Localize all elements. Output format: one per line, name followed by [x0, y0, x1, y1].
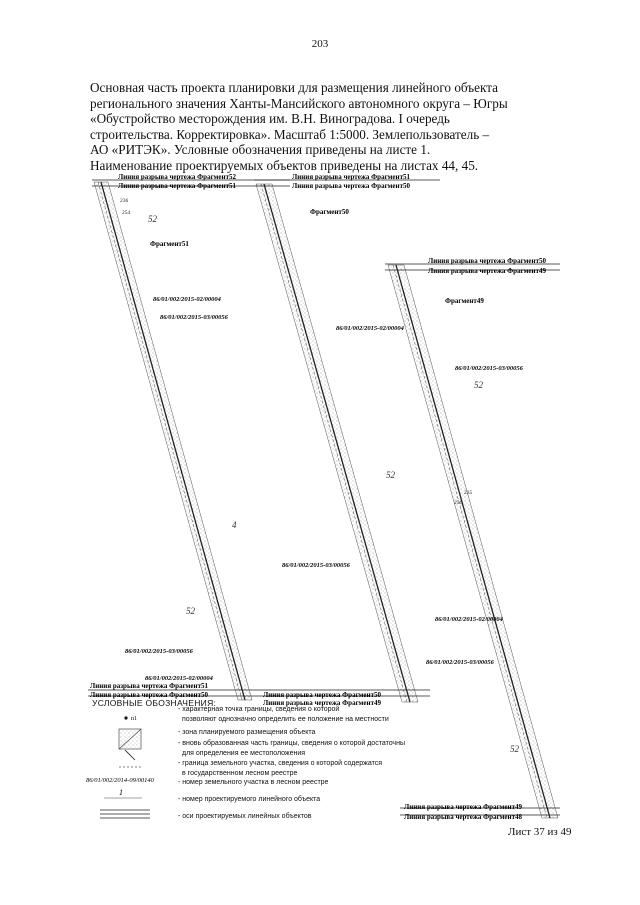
break-line-label: Линия разрыва чертежа Фрагмент50 — [428, 257, 547, 265]
break-line-label: Линия разрыва чертежа Фрагмент49 — [404, 803, 523, 811]
cadastral-number: 86/01/002/2015-02/00004 — [435, 616, 504, 623]
legend-item: - зона планируемого размещения объекта — [178, 729, 316, 736]
legend-item: - номер проектируемого линейного объекта — [178, 796, 321, 803]
point-symbol-icon — [124, 716, 128, 720]
sheet-header: Основная часть проекта планировки для ра… — [90, 80, 560, 174]
header-line: «Обустройство месторождения им. В.Н. Вин… — [90, 111, 450, 127]
parcel-number: 52 — [148, 214, 158, 224]
break-line-label: Линия разрыва чертежа Фрагмент50 — [263, 691, 382, 699]
sheet-footer: Лист 37 из 49 — [508, 826, 572, 838]
point-number: 235 — [464, 490, 473, 496]
fragment-label: Фрагмент49 — [445, 297, 484, 305]
sample-cadastral: 86/01/002/2014-09/00140 — [86, 777, 155, 784]
header-line: АО «РИТЭК». Условные обозначения приведе… — [90, 142, 431, 158]
parcel-number: 52 — [386, 470, 396, 480]
cadastral-number: 86/01/002/2015-03/00056 — [125, 648, 194, 655]
break-line-label: Линия разрыва чертежа Фрагмент49 — [428, 267, 547, 275]
header-line: Наименование проектируемых объектов прив… — [90, 157, 479, 173]
break-line-label: Линия разрыва чертежа Фрагмент49 — [263, 699, 382, 707]
legend-symbols — [100, 716, 150, 819]
corridor-fragment51 — [93, 181, 253, 701]
break-line-label: Линия разрыва чертежа Фрагмент51 — [118, 182, 237, 190]
break-line-label: Линия разрыва чертежа Фрагмент52 — [118, 173, 237, 181]
point-number: 256 — [454, 500, 463, 506]
cadastral-number: 86/01/002/2015-03/00056 — [426, 659, 495, 666]
break-line-label: Линия разрыва чертежа Фрагмент50 — [90, 691, 209, 699]
legend-item: - номер земельного участка в лесном реес… — [178, 779, 329, 786]
cadastral-number: 86/01/002/2015-02/00004 — [336, 325, 405, 332]
header-line: регионального значения Ханты-Мансийского… — [90, 95, 508, 111]
legend-title: УСЛОВНЫЕ ОБОЗНАЧЕНИЯ: — [92, 698, 217, 708]
legend-item: - вновь образованная часть границы, свед… — [178, 740, 405, 747]
break-line-label: Линия разрыва чертежа Фрагмент50 — [292, 182, 411, 190]
break-line-label: Линия разрыва чертежа Фрагмент51 — [292, 173, 411, 181]
break-lines — [88, 179, 560, 816]
cadastral-number: 86/01/002/2015-02/00004 — [145, 675, 214, 682]
parcel-number: 52 — [186, 606, 196, 616]
fragment-label: Фрагмент51 — [150, 240, 189, 248]
cadastral-number: 86/01/002/2015-03/00056 — [282, 562, 351, 569]
legend-item: для определения ее местоположения — [182, 750, 306, 757]
break-line-label: Линия разрыва чертежа Фрагмент48 — [404, 813, 523, 821]
legend-item: в государственном лесном реестре — [182, 770, 298, 777]
legend-item: - характерная точка границы, сведения о … — [178, 706, 340, 713]
parcel-number: 52 — [474, 380, 484, 390]
page-number: 203 — [311, 38, 329, 50]
cadastral-number: 86/01/002/2015-02/00004 — [153, 296, 222, 303]
legend-item: - оси проектируемых линейных объектов — [178, 813, 312, 820]
fragment-label: Фрагмент50 — [310, 208, 349, 216]
corridor-fragment50 — [255, 183, 419, 703]
sample-object-number: 1 — [119, 788, 123, 797]
parcel-number: 4 — [232, 520, 237, 530]
legend-item: - граница земельного участка, сведения о… — [178, 760, 382, 767]
point-number: 236 — [120, 198, 129, 204]
corridor-fragment49 — [387, 264, 559, 819]
boundary-symbol-icon — [124, 749, 136, 761]
break-line-label: Линия разрыва чертежа Фрагмент51 — [90, 682, 209, 690]
legend-item: позволяют однозначно определить ее полож… — [182, 716, 389, 723]
cadastral-number: 86/01/002/2015-03/00056 — [160, 314, 229, 321]
header-line: строительства. Корректировка». Масштаб 1… — [90, 126, 490, 142]
parcel-number: 52 — [510, 744, 520, 754]
point-symbol-label: n1 — [131, 716, 137, 722]
cadastral-number: 86/01/002/2015-03/00056 — [455, 365, 524, 372]
point-number: 254 — [122, 210, 131, 216]
header-line: Основная часть проекта планировки для ра… — [90, 80, 498, 95]
